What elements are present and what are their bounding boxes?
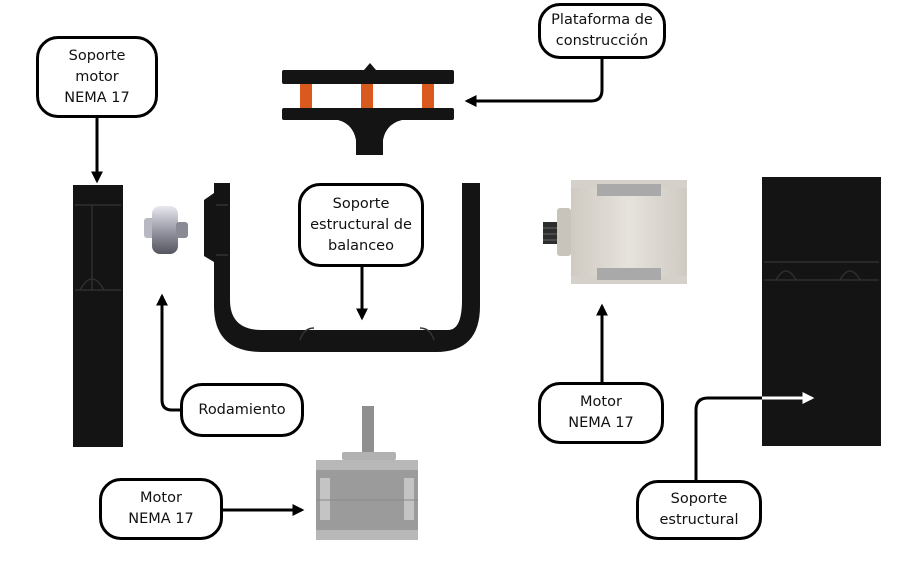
callout-arrows bbox=[91, 56, 815, 516]
label-bearing: Rodamiento bbox=[180, 383, 304, 437]
label-build-platform: Plataforma de construcción bbox=[538, 3, 666, 59]
structural-support-part bbox=[762, 177, 881, 446]
arrow-to-bearing bbox=[156, 293, 181, 412]
label-structural-support: Soporte estructural bbox=[636, 480, 762, 540]
arrow-to-structural-support bbox=[694, 396, 762, 482]
motor-bottom-part bbox=[316, 406, 418, 540]
arrow-to-build-platform bbox=[464, 56, 604, 107]
balance-support-part bbox=[204, 183, 480, 352]
motor-mount-part bbox=[73, 185, 123, 447]
motor-right-part bbox=[543, 180, 687, 284]
label-balance-support: Soporte estructural de balanceo bbox=[298, 183, 424, 267]
build-platform-part bbox=[282, 63, 454, 155]
label-motor-bottom: Motor NEMA 17 bbox=[99, 478, 223, 540]
bearing-part bbox=[144, 206, 188, 254]
label-motor-right: Motor NEMA 17 bbox=[538, 382, 664, 444]
label-motor-mount: Soporte motor NEMA 17 bbox=[36, 36, 158, 118]
